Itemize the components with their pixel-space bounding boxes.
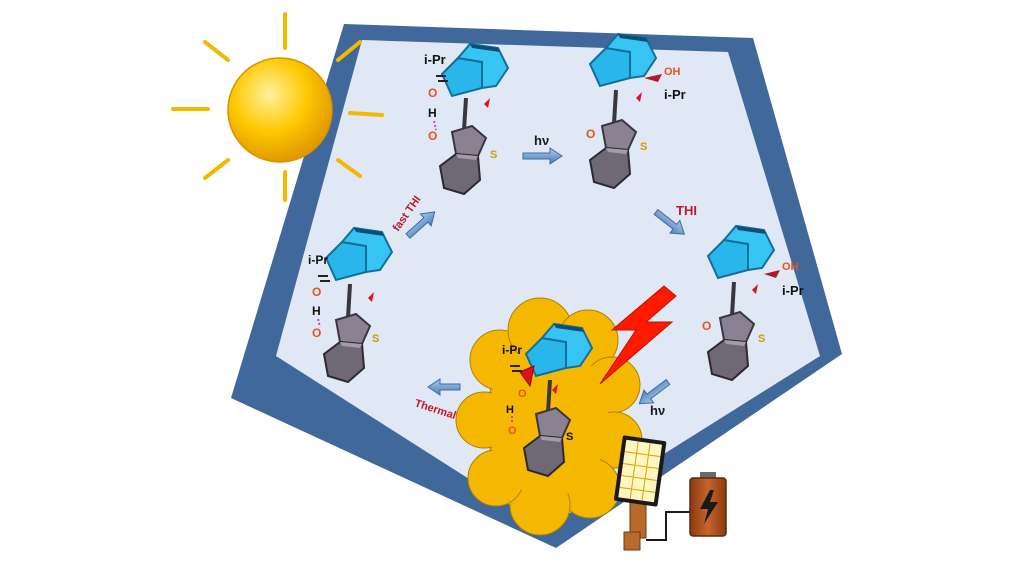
left-h: H [312,304,321,318]
right-s: S [758,333,765,345]
arrow-thi-right [653,208,686,235]
bottom-ipr: i-Pr [502,343,522,357]
label-hv-bottom: hν [650,403,665,418]
label-thi-right: THI [676,203,697,218]
top-right-s: S [640,141,647,153]
bottom-s: S [566,431,573,443]
left-ipr: i-Pr [308,253,328,267]
top-left-o-upper: O [428,86,437,100]
molecule-bottom: i-Pr O H O S [502,323,593,477]
top-left-s: S [490,149,497,161]
molecule-top-left: i-Pr O H O S [424,43,509,195]
right-o: O [702,319,711,333]
battery-icon [689,472,727,537]
molecule-right: OH i-Pr O S [702,225,804,381]
solar-panel-icon [614,435,667,551]
arrow-hv-bottom [638,378,671,405]
top-right-o: O [586,127,595,141]
bottom-o-upper: O [518,388,527,400]
solar-battery-wire [646,511,690,541]
right-oh: OH [782,261,799,273]
molecule-top-right: OH i-Pr O S [586,33,686,189]
lightning-icon [599,285,677,385]
bottom-h: H [506,404,514,416]
arrow-hv-top [522,147,563,165]
top-left-h: H [428,106,437,120]
sun-icon [171,12,384,202]
molecule-left: i-Pr O H O S [308,227,393,383]
left-o-lower: O [312,326,321,340]
left-o-upper: O [312,285,321,299]
bottom-o-lower: O [508,425,517,437]
top-left-o-lower: O [428,129,437,143]
top-right-oh: OH [664,66,681,78]
right-ipr: i-Pr [782,283,804,298]
top-left-ipr: i-Pr [424,52,446,67]
left-s: S [372,333,379,345]
arrow-thermal-left [427,378,461,396]
pentagon-frame-inner [276,40,820,528]
arrow-fast-thi [405,211,436,239]
label-hv-top: hν [534,133,549,148]
top-right-ipr: i-Pr [664,87,686,102]
